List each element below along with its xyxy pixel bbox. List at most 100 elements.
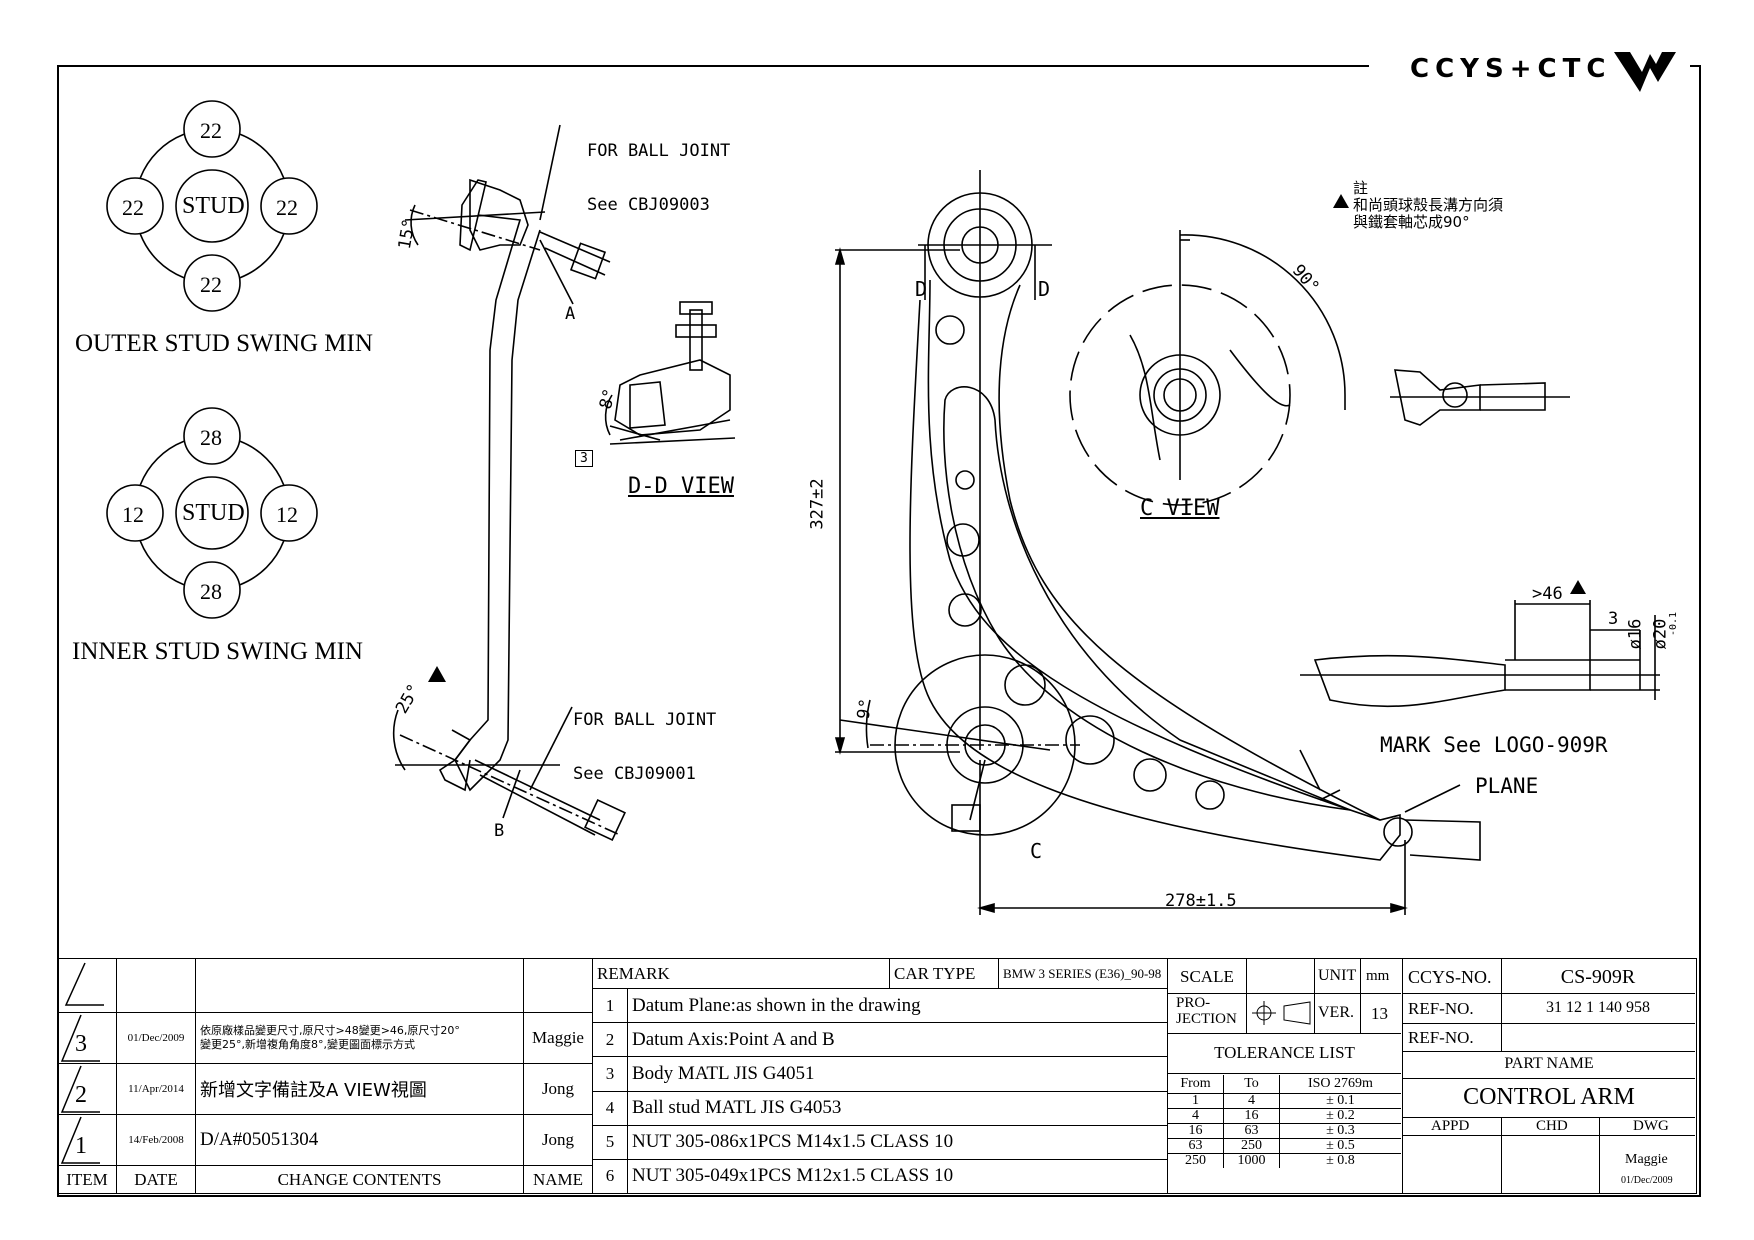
scale-label: SCALE	[1180, 967, 1234, 986]
title-block: CCYS-NO. CS-909R REF-NO. 31 12 1 140 958…	[1402, 958, 1697, 1194]
chd-label: CHD	[1536, 1118, 1568, 1134]
view-c-label: C	[1030, 839, 1043, 863]
outer-right-value: 22	[276, 195, 298, 220]
rev-contents: 依原廠樣品變更尺寸,原尺寸>48變更>46,原尺寸20°變更25°,新增複角角度…	[195, 1012, 524, 1064]
main-angle-label: 9°	[853, 697, 877, 721]
ref-no2-label: REF-NO.	[1408, 1028, 1474, 1047]
rev-date: 11/Apr/2014	[116, 1063, 196, 1115]
rev-triangle-side	[428, 666, 446, 682]
inner-center-label: STUD	[182, 500, 245, 526]
drawing-canvas	[106, 100, 1660, 915]
outer-swing-caption: OUTER STUD SWING MIN	[75, 330, 373, 357]
point-a-label: A	[565, 304, 576, 324]
projection-symbol-icon	[1252, 1001, 1311, 1025]
side-view-arm	[392, 124, 626, 841]
c-view-note-line2: 和尚頭球殼長溝方向須	[1353, 196, 1504, 214]
c-view-note-line1: 註	[1353, 179, 1369, 197]
revision-table: 3 01/Dec/2009 依原廠樣品變更尺寸,原尺寸>48變更>46,原尺寸2…	[57, 958, 593, 1194]
rev-contents: 新增文字備註及A VIEW視圖	[195, 1063, 524, 1115]
revision-row: 2 11/Apr/2014 新增文字備註及A VIEW視圖 Jong	[57, 1063, 593, 1115]
part-name-value: CONTROL ARM	[1463, 1084, 1635, 1110]
mark-note: MARK See LOGO-909R	[1380, 733, 1608, 757]
ccys-no-label: CCYS-NO.	[1408, 967, 1492, 987]
inner-right-value: 12	[276, 502, 298, 527]
part-name-label: PART NAME	[1504, 1055, 1594, 1072]
dim-3: 3	[1608, 609, 1619, 629]
drawn-date: 01/Dec/2009	[1621, 1175, 1673, 1186]
header-item: ITEM	[57, 1165, 117, 1194]
c-view-note-line3: 與鐵套軸芯成90°	[1353, 213, 1470, 231]
rev-blank-triangle	[57, 958, 117, 1013]
control-arm-main	[834, 170, 1481, 915]
dim-46: >46	[1532, 584, 1563, 604]
rev-name: Maggie	[523, 1012, 593, 1064]
dd-view-title: D-D VIEW	[628, 474, 734, 499]
frame-top-line	[57, 65, 1369, 67]
inner-top-value: 28	[200, 425, 222, 450]
rev-date: 14/Feb/2008	[116, 1114, 196, 1166]
ref-no-label: REF-NO.	[1408, 999, 1474, 1018]
dim-20-tol: -0.1	[1668, 611, 1680, 637]
plane-note: PLANE	[1475, 774, 1539, 798]
ball-joint-b-line1: FOR BALL JOINT	[573, 710, 717, 730]
drawer-name: Maggie	[1625, 1152, 1668, 1167]
height-dimension: 327±2	[807, 478, 828, 530]
remark-header: REMARK	[592, 957, 890, 990]
unit-value: mm	[1366, 968, 1390, 984]
rev-triangle-end	[1570, 580, 1586, 594]
projection-label: PRO- JECTION	[1176, 995, 1237, 1027]
ball-joint-b-note: FOR BALL JOINT See CBJ09001	[573, 675, 716, 801]
ver-value: 13	[1371, 1004, 1388, 1023]
rev-triangle-note	[1333, 194, 1349, 208]
end-detail	[1300, 600, 1660, 708]
frame-top-right	[1690, 65, 1699, 67]
ball-joint-a-line1: FOR BALL JOINT	[587, 141, 731, 161]
revision-row: 1 14/Feb/2008 D/A#05051304 Jong	[57, 1114, 593, 1166]
brand-logo-text: CCYS+CTC	[1410, 54, 1612, 84]
appd-label: APPD	[1431, 1118, 1470, 1134]
c-view-title: C VIEW	[1140, 496, 1220, 521]
angle-top-label: 15°	[394, 217, 420, 251]
c-view-detail	[1069, 230, 1570, 506]
revision-row: 3 01/Dec/2009 依原廠樣品變更尺寸,原尺寸>48變更>46,原尺寸2…	[57, 1012, 593, 1064]
rev-date: 01/Dec/2009	[116, 1012, 196, 1064]
ball-joint-a-note: FOR BALL JOINT See CBJ09003	[587, 106, 730, 232]
outer-bottom-value: 22	[200, 272, 222, 297]
remarks-table: REMARK CAR TYPE BMW 3 SERIES (E36)_90-98…	[592, 957, 1168, 1195]
header-name: NAME	[523, 1165, 593, 1194]
ver-label: VER.	[1318, 1004, 1354, 1021]
inner-left-value: 12	[122, 502, 144, 527]
tolerance-title: TOLERANCE LIST	[1214, 1043, 1355, 1062]
rev-item-2: 2	[57, 1063, 117, 1115]
rev-item-3: 3	[57, 1012, 117, 1064]
rev-name: Jong	[523, 1063, 593, 1115]
dd-rev-box: 3	[575, 450, 593, 467]
header-contents: CHANGE CONTENTS	[195, 1165, 524, 1194]
dwg-label: DWG	[1633, 1118, 1669, 1134]
rev-item-1: 1	[57, 1114, 117, 1166]
car-type-label: CAR TYPE	[889, 957, 999, 990]
ref-no-value: 31 12 1 140 958	[1546, 999, 1650, 1016]
ccys-no-value: CS-909R	[1560, 966, 1636, 988]
brand-mark-icon	[1614, 52, 1676, 92]
section-d-left: D	[915, 277, 928, 301]
car-type-value: BMW 3 SERIES (E36)_90-98	[998, 957, 1168, 990]
width-dimension: 278±1.5	[1165, 891, 1237, 911]
rev-contents: D/A#05051304	[195, 1114, 524, 1166]
inner-swing-caption: INNER STUD SWING MIN	[72, 638, 363, 665]
outer-left-value: 22	[122, 195, 144, 220]
outer-swing-diagram	[106, 100, 318, 312]
outer-center-label: STUD	[182, 193, 245, 219]
